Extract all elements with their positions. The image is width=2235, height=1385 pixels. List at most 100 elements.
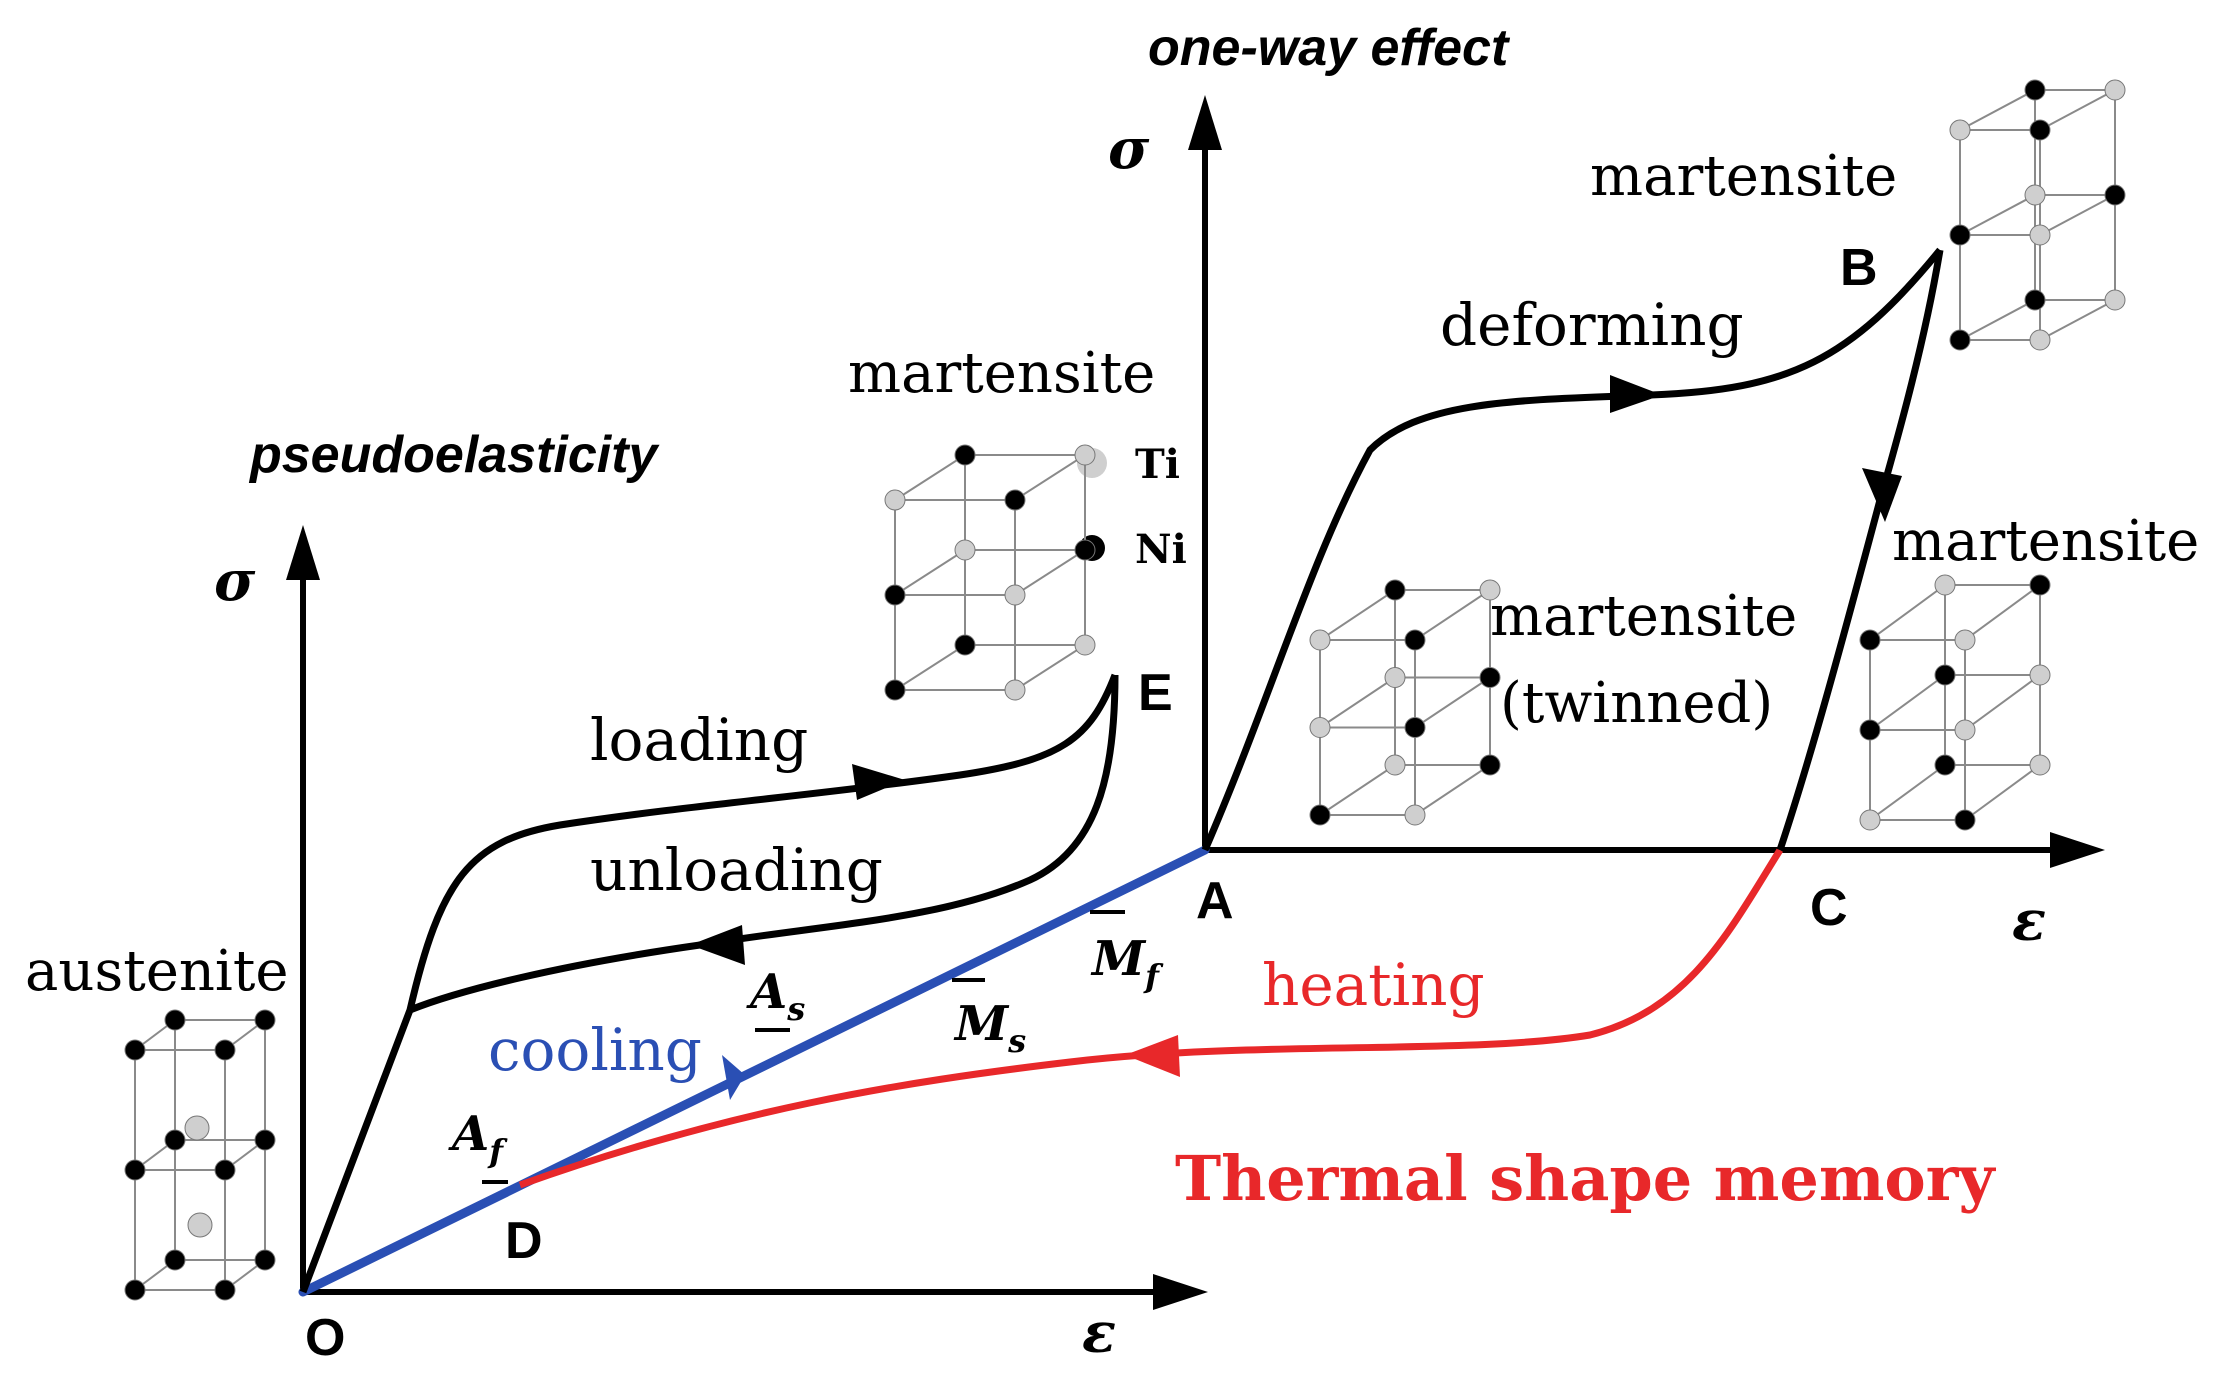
ti-atom xyxy=(1954,629,1976,651)
ni-atom xyxy=(2024,79,2046,101)
ti-atom xyxy=(1004,679,1026,701)
lattice-edge xyxy=(1866,674,2044,731)
ti-atom xyxy=(1384,754,1406,776)
ni-atom xyxy=(214,1159,236,1181)
ti-atom xyxy=(1004,584,1026,606)
lattice-edge xyxy=(891,454,1089,501)
ti-atom xyxy=(2029,754,2051,776)
lattice-edge xyxy=(1316,764,1494,816)
ti-atom xyxy=(1309,629,1331,651)
ti-atom xyxy=(2104,289,2126,311)
loading-arrowhead xyxy=(852,764,905,800)
one-way-effect-title: one-way effect xyxy=(1148,19,1511,77)
ti-atom xyxy=(1404,804,1426,826)
temperature-ticks xyxy=(482,910,1125,1184)
ni-atom xyxy=(254,1009,276,1031)
ni-atom xyxy=(1934,754,1956,776)
heating-label: heating xyxy=(1262,951,1485,1019)
point-O: O xyxy=(305,1309,345,1367)
ti-atom xyxy=(184,1115,210,1141)
ti-atom xyxy=(187,1212,213,1238)
ni-atom xyxy=(1949,224,1971,246)
ti-atom xyxy=(1384,667,1406,688)
martensite-E-label: martensite xyxy=(848,341,1155,406)
ni-atom xyxy=(214,1039,236,1061)
ni-atom xyxy=(1074,539,1096,561)
ni-atom xyxy=(164,1009,186,1031)
left-y-axis-label: σ xyxy=(214,548,256,614)
ni-atom xyxy=(954,444,976,466)
point-E: E xyxy=(1138,664,1173,722)
ti-atom xyxy=(884,489,906,511)
thermal-shape-memory-title: Thermal shape memory xyxy=(1175,1142,1996,1215)
left-x-axis-arrowhead xyxy=(1153,1274,1208,1310)
deforming-arrowhead xyxy=(1610,375,1662,413)
ni-atom xyxy=(1859,629,1881,651)
point-B: B xyxy=(1840,239,1878,297)
martensite-twinned-lattice-icon xyxy=(1309,579,1501,826)
ni-atom xyxy=(164,1129,186,1151)
right-x-axis-arrowhead xyxy=(2050,832,2105,868)
ti-atom xyxy=(1309,717,1331,738)
austenite-lattice-icon xyxy=(124,1009,276,1301)
ti-atom xyxy=(1954,719,1976,741)
lattice-edge xyxy=(132,1139,268,1171)
right-axes xyxy=(1188,95,2105,868)
Mf-label: Mf xyxy=(1090,931,1164,995)
ni-atom xyxy=(214,1279,236,1301)
As-sub: s xyxy=(786,990,805,1028)
ni-atom xyxy=(2024,289,2046,311)
martensite-B-label: martensite xyxy=(1590,144,1897,209)
ni-atom xyxy=(1404,629,1426,651)
ni-atom xyxy=(1949,329,1971,351)
ni-atom xyxy=(1479,667,1501,688)
ti-atom xyxy=(2029,664,2051,686)
ni-atom xyxy=(1384,579,1406,601)
ti-atom xyxy=(1074,444,1096,466)
ni-atom xyxy=(1934,664,1956,686)
ti-atom xyxy=(1949,119,1971,141)
ni-atom xyxy=(2029,574,2051,596)
Mf-sub: f xyxy=(1143,957,1164,995)
right-y-axis-label: σ xyxy=(1108,116,1150,182)
deforming-label: deforming xyxy=(1440,291,1744,359)
lattice-edge xyxy=(891,549,1089,596)
point-D: D xyxy=(505,1212,543,1270)
ni-atom xyxy=(1004,489,1026,511)
unloading-label: unloading xyxy=(590,836,883,904)
As-main: A xyxy=(746,964,787,1020)
As-label: As xyxy=(746,964,805,1028)
Ms-label: Ms xyxy=(953,996,1026,1060)
ni-atom xyxy=(254,1249,276,1271)
left-axes xyxy=(286,525,1208,1310)
martensite-B-lattice-icon xyxy=(1949,79,2126,351)
left-x-axis-label: ε xyxy=(1082,1300,1116,1366)
ti-atom xyxy=(954,539,976,561)
ni-atom xyxy=(1309,804,1331,826)
lattice-edge xyxy=(1866,764,2044,821)
ni-atom xyxy=(254,1129,276,1151)
cooling-line xyxy=(298,845,1210,1297)
lattice-edge xyxy=(1316,676,1494,729)
B-to-C-arrowhead xyxy=(1862,468,1902,522)
ni-atom xyxy=(1859,719,1881,741)
loading-curve xyxy=(299,673,1119,1294)
ni-atom xyxy=(2029,119,2051,141)
austenite-label: austenite xyxy=(25,939,288,1004)
ti-atom xyxy=(1479,579,1501,601)
point-A: A xyxy=(1196,872,1234,930)
ni-atom xyxy=(884,679,906,701)
ni-legend-label: Ni xyxy=(1135,526,1187,573)
pseudoelasticity-title: pseudoelasticity xyxy=(248,426,661,484)
ni-atom xyxy=(1479,754,1501,776)
martensite-twinned-label-1: martensite xyxy=(1490,584,1797,649)
martensite-E-lattice-icon xyxy=(884,444,1096,701)
Ms-main: M xyxy=(953,996,1010,1052)
ni-atom xyxy=(2104,184,2126,206)
ti-atom xyxy=(1934,574,1956,596)
ti-atom xyxy=(2104,79,2126,101)
deforming-curve xyxy=(1201,247,1943,852)
lattice-edge xyxy=(132,1259,268,1291)
point-C: C xyxy=(1810,879,1848,937)
